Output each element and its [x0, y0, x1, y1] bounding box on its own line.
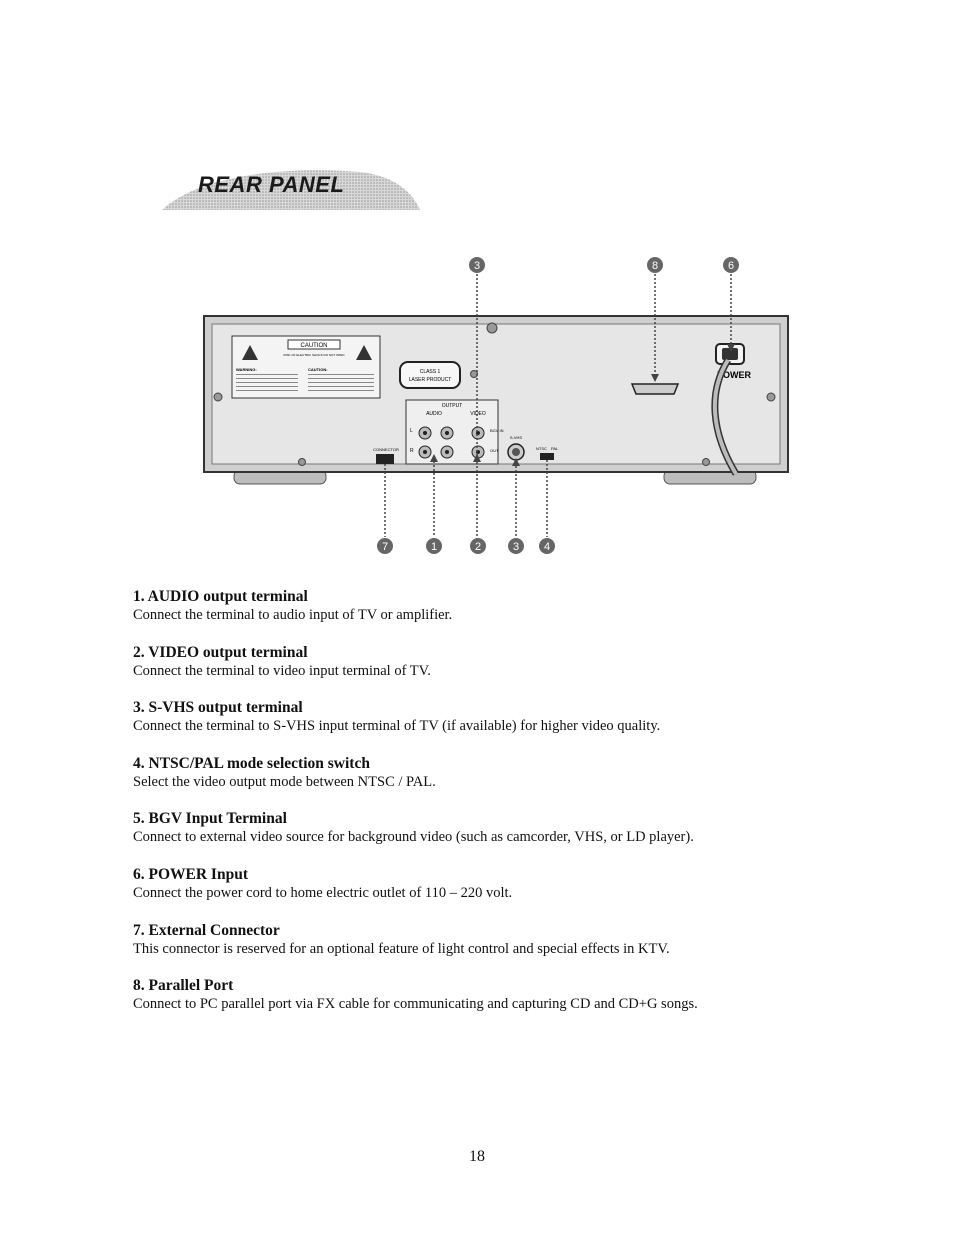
list-item: 3. S-VHS output terminal Connect the ter… [133, 698, 833, 754]
arrow-icon [727, 344, 735, 352]
svg-text:AUDIO: AUDIO [426, 411, 442, 417]
svg-text:LASER PRODUCT: LASER PRODUCT [409, 377, 452, 383]
banner-title: REAR PANEL [198, 172, 344, 197]
svg-text:3: 3 [513, 541, 519, 553]
screw-icon [298, 458, 306, 466]
item-description: Connect the terminal to audio input of T… [133, 607, 453, 623]
callout-bottom-3: 3 [508, 538, 524, 554]
list-item: 7. External Connector This connector is … [133, 921, 833, 977]
svg-text:6: 6 [728, 260, 734, 272]
item-title: 2. VIDEO output terminal [133, 643, 308, 661]
rear-panel-banner: REAR PANEL [160, 164, 422, 212]
svhs-jack-icon: S-VHS [507, 435, 525, 461]
list-item: 6. POWER Input Connect the power cord to… [133, 865, 833, 921]
item-description: Connect the terminal to S-VHS input term… [133, 718, 661, 735]
audio-jack-icon [418, 426, 454, 459]
svg-text:R: R [410, 448, 414, 454]
arrow-icon [473, 454, 481, 462]
item-description: Connect the terminal to video input term… [133, 662, 431, 679]
list-item: 1. AUDIO output terminal Connect the ter… [133, 587, 833, 643]
warning-triangle-icon [356, 345, 372, 360]
svg-text:OUT: OUT [490, 448, 499, 453]
item-title: 4. NTSC/PAL mode selection switch [133, 754, 370, 772]
warning-triangle-icon [242, 345, 258, 360]
callout-top-6: 6 [723, 257, 739, 273]
callout-top-8: 8 [647, 257, 663, 273]
svg-text:4: 4 [544, 541, 550, 553]
svg-text:3: 3 [474, 260, 480, 272]
callout-bottom-4: 4 [539, 538, 555, 554]
video-jack-icon [471, 426, 485, 459]
svg-text:PAL: PAL [551, 446, 559, 451]
item-title: 8. Parallel Port [133, 977, 234, 995]
arrow-icon [651, 374, 659, 382]
arrow-icon [512, 458, 520, 466]
svg-text:CONNECTOR: CONNECTOR [373, 447, 399, 452]
item-title: 5. BGV Input Terminal [133, 810, 287, 828]
caution-label: CAUTION RISK OF ELECTRIC SHOCK DO NOT OP… [231, 335, 381, 399]
screw-icon [486, 322, 498, 334]
ntsc-pal-switch-icon: NTSC PAL [536, 446, 559, 460]
item-title: 1. AUDIO output terminal [133, 588, 308, 605]
svg-text:NTSC: NTSC [536, 446, 547, 451]
list-item: 4. NTSC/PAL mode selection switch Select… [133, 754, 833, 810]
svg-text:CLASS 1: CLASS 1 [420, 369, 441, 375]
arrow-icon [430, 454, 438, 462]
svg-text:RISK OF ELECTRIC SHOCK DO NOT: RISK OF ELECTRIC SHOCK DO NOT OPEN [284, 353, 345, 357]
item-title: 7. External Connector [133, 921, 280, 939]
item-description: This connector is reserved for an option… [133, 940, 670, 957]
external-connector-icon: CONNECTOR [373, 447, 399, 464]
svg-text:1: 1 [431, 541, 437, 553]
banner-swoosh-shape [162, 170, 420, 210]
screw-icon [213, 392, 223, 402]
list-item: 5. BGV Input Terminal Connect to externa… [133, 809, 833, 865]
svg-text:VIDEO: VIDEO [470, 411, 486, 417]
parallel-port-icon [630, 383, 680, 395]
callout-bottom-7: 7 [377, 538, 393, 554]
svg-text:POWER: POWER [717, 370, 752, 380]
laser-product-label: CLASS 1 LASER PRODUCT [399, 361, 461, 389]
item-description: Select the video output mode between NTS… [133, 773, 436, 790]
list-item: 8. Parallel Port Connect to PC parallel … [133, 976, 833, 1032]
power-cord [712, 358, 738, 476]
callout-bottom-2: 2 [470, 538, 486, 554]
list-item: 2. VIDEO output terminal Connect the ter… [133, 643, 833, 699]
svg-text:S-VHS: S-VHS [510, 435, 523, 440]
svg-text:CAUTION:: CAUTION: [308, 367, 328, 372]
screw-icon [766, 392, 776, 402]
svg-text:WARNING:: WARNING: [236, 367, 257, 372]
callout-leader-lines [384, 274, 732, 540]
callout-top-3: 3 [469, 257, 485, 273]
item-description: Connect the power cord to home electric … [133, 884, 513, 901]
svg-text:2: 2 [475, 541, 481, 553]
svg-text:8: 8 [652, 260, 658, 272]
page-number: 18 [469, 1148, 485, 1165]
terminal-description-list: 1. AUDIO output terminal Connect the ter… [133, 587, 833, 1032]
item-description: Connect to external video source for bac… [133, 829, 694, 846]
svg-text:L: L [410, 428, 413, 434]
item-description: Connect to PC parallel port via FX cable… [133, 996, 698, 1013]
svg-text:7: 7 [382, 541, 388, 553]
svg-text:BGV IN: BGV IN [490, 428, 504, 433]
svg-text:OUTPUT: OUTPUT [442, 403, 463, 409]
svg-text:CAUTION: CAUTION [301, 343, 328, 349]
rear-panel-diagram: 3 8 6 CAUTION RISK OF ELECTRIC [196, 252, 796, 562]
power-inlet-icon: POWER [715, 343, 752, 380]
callout-bottom-1: 1 [426, 538, 442, 554]
screw-icon [702, 458, 710, 466]
item-title: 3. S-VHS output terminal [133, 699, 303, 717]
item-title: 6. POWER Input [133, 865, 248, 883]
